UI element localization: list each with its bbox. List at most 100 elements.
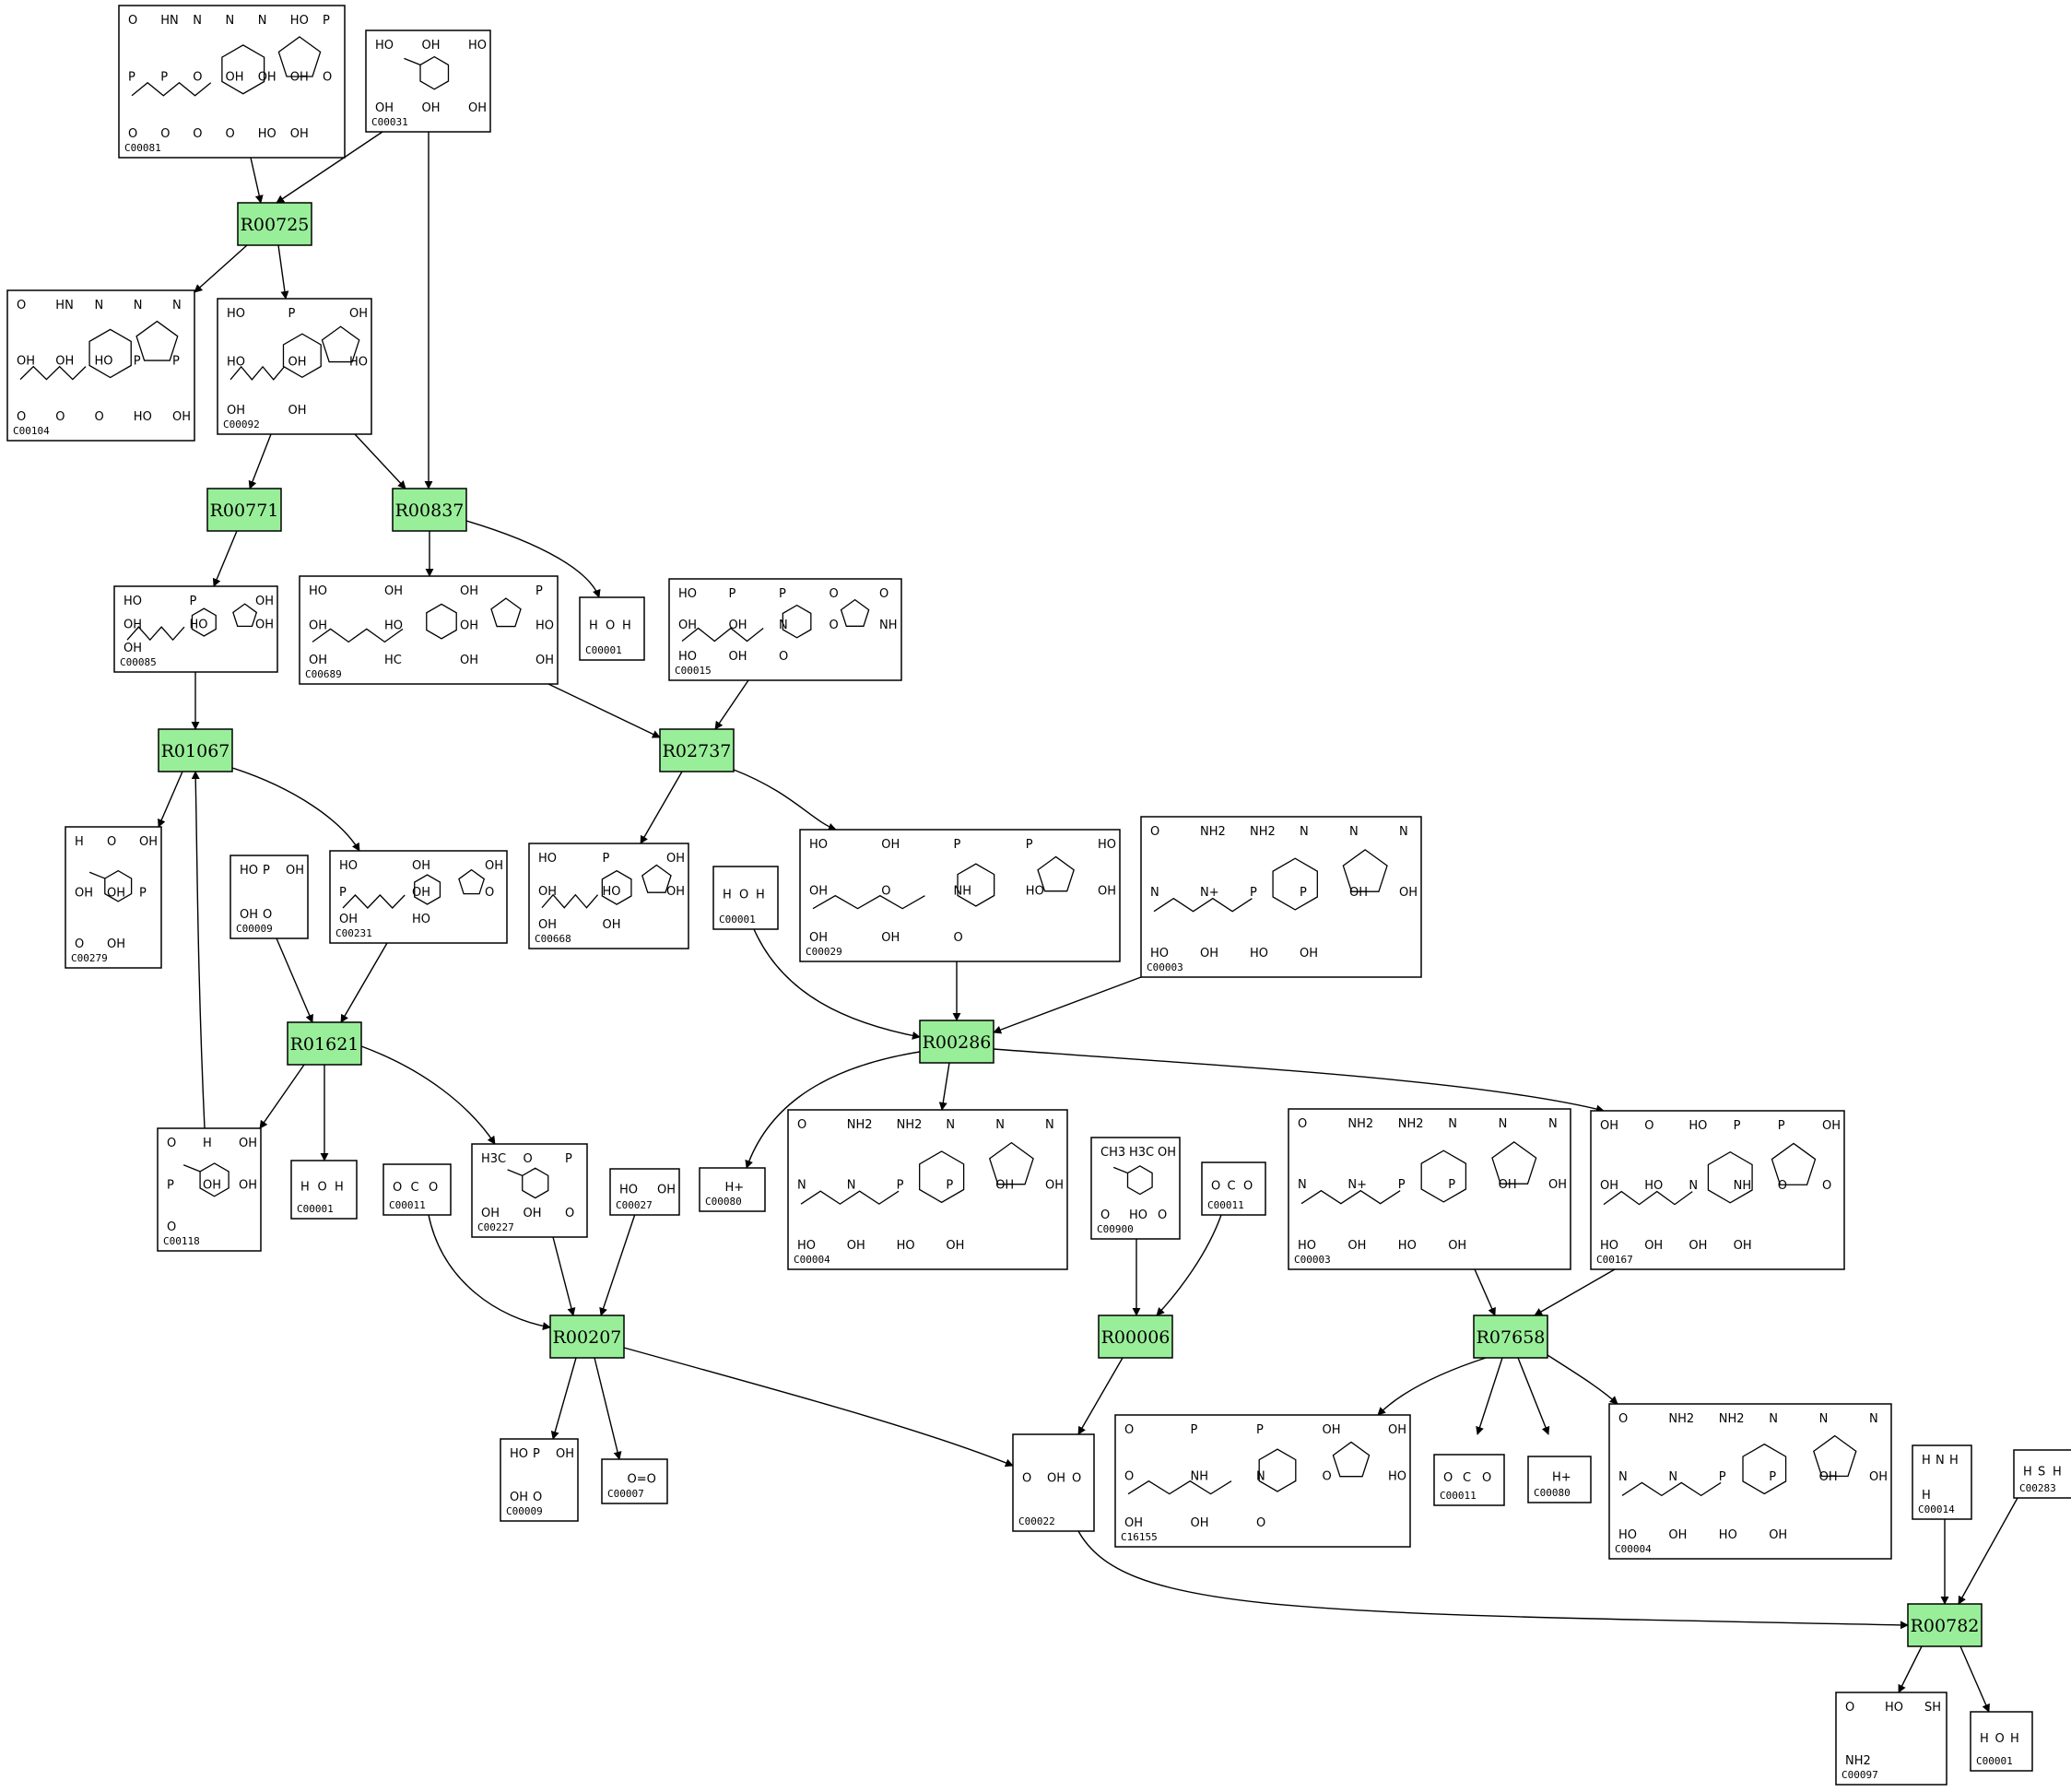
compound-node-c00080[interactable]: H+C00080 [699, 1167, 766, 1212]
structure-drawing [19, 320, 179, 381]
reaction-node-r00782[interactable]: R00782 [1907, 1603, 1983, 1647]
ring-bond [282, 333, 322, 379]
atom-label: OH [1124, 1516, 1143, 1530]
compound-id: C00004 [794, 1254, 830, 1266]
compound-box [365, 29, 491, 133]
reaction-arrow [354, 433, 406, 489]
reaction-arrow [212, 530, 238, 587]
chain-bond [1153, 897, 1253, 913]
reaction-arrow [1476, 1357, 1503, 1435]
reaction-arrow [250, 157, 264, 204]
reaction-node-r00837[interactable]: R00837 [392, 488, 467, 532]
atom-label: HO [1026, 885, 1044, 899]
atom-label: HO [240, 864, 258, 878]
reaction-node-r00286[interactable]: R00286 [919, 1020, 994, 1064]
reaction-node-r00006[interactable]: R00006 [1098, 1315, 1173, 1359]
reaction-node-r02737[interactable]: R02737 [659, 728, 735, 772]
atom-label: OH [1191, 1516, 1209, 1530]
reaction-arrow [259, 1064, 305, 1129]
compound-box [1835, 1692, 1947, 1786]
compound-id: C00668 [535, 933, 571, 945]
reaction-node-r01621[interactable]: R01621 [287, 1021, 362, 1066]
compound-node-c00080[interactable]: H+C00080 [1527, 1456, 1592, 1503]
atom-label: N [1298, 1178, 1307, 1192]
atom-label: OH [124, 642, 142, 655]
atom-label: P [139, 887, 147, 901]
atom-label: P [1778, 1119, 1785, 1133]
reaction-node-r00207[interactable]: R00207 [549, 1315, 625, 1359]
atom-label: OH [1388, 1423, 1406, 1437]
atom-label: HO [510, 1447, 528, 1461]
atom-label: OH [729, 619, 747, 632]
atom-label: N [1819, 1412, 1829, 1426]
compound-id: C00231 [335, 927, 372, 939]
structure-drawing [229, 325, 360, 381]
atom-label: HO [1689, 1119, 1707, 1133]
atom-label: OH [809, 885, 828, 899]
ring-bond [1707, 1150, 1753, 1204]
atom-label: H [1922, 1489, 1931, 1503]
reaction-node-r00725[interactable]: R00725 [237, 202, 312, 246]
atom-label: N [1548, 1117, 1558, 1131]
reaction-node-r01067[interactable]: R01067 [158, 728, 233, 772]
atom-label: P [897, 1179, 904, 1193]
atom-label: P [128, 71, 135, 85]
reaction-id: R00725 [241, 215, 310, 235]
atom-label: OH [881, 931, 900, 945]
atom-label: OH [339, 913, 358, 926]
atom-label: OH [349, 307, 368, 321]
reaction-box [1907, 1603, 1983, 1647]
atom-label: O [160, 127, 170, 141]
atom-label: OH [1499, 1178, 1517, 1192]
reaction-node-r00771[interactable]: R00771 [206, 488, 282, 532]
chain-bond [404, 57, 421, 66]
reaction-id: R00006 [1101, 1327, 1171, 1348]
atom-label: N [193, 14, 202, 28]
compound-id: C00031 [371, 116, 408, 128]
ring-bond [1037, 855, 1075, 892]
reaction-arrow [753, 928, 921, 1040]
atom-label: H [75, 835, 84, 849]
atom-label: C [1228, 1180, 1236, 1194]
ring-bond [1742, 1443, 1787, 1495]
ring-bond [458, 868, 486, 895]
atom-label: N [995, 1118, 1005, 1132]
atom-label: OH [239, 1179, 257, 1193]
reaction-node-r07658[interactable]: R07658 [1473, 1315, 1548, 1359]
